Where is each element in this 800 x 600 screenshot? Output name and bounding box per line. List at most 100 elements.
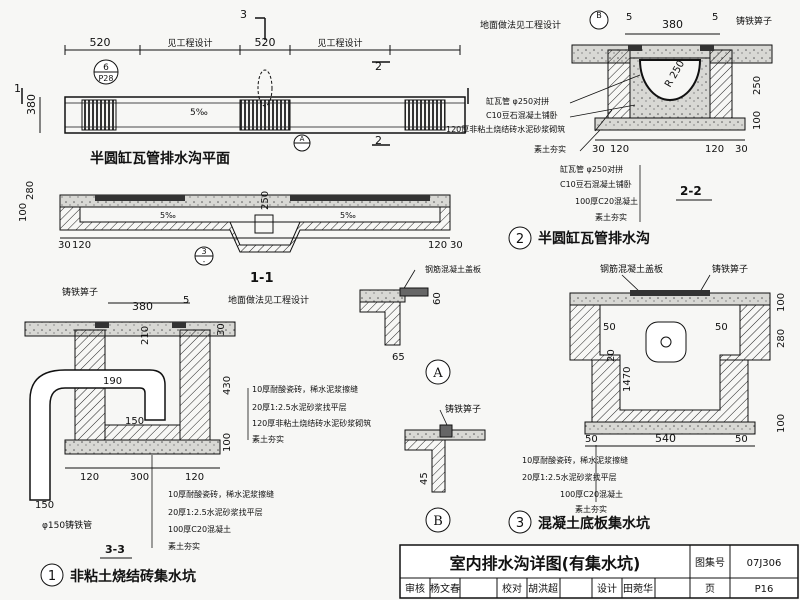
sec11-dim-250: 250 bbox=[260, 191, 271, 210]
sec33-note-top: 地面做法见工程设计 bbox=[228, 294, 309, 306]
plan-title: 半圆缸瓦管排水沟平面 bbox=[90, 150, 230, 167]
sec22-dim-30b: 30 bbox=[735, 144, 748, 155]
title-reviewer: 杨文春 bbox=[430, 582, 460, 595]
sec33-dim-190: 190 bbox=[103, 376, 122, 387]
sec22-layer6: C10豆石混凝土铺卧 bbox=[560, 179, 632, 189]
sec3-dim-50c: 50 bbox=[585, 434, 598, 445]
sec33-dim-120a: 120 bbox=[80, 472, 99, 483]
sec33-layer4: 素土夯实 bbox=[252, 434, 284, 444]
sec11-dim-30l: 30 bbox=[58, 240, 71, 251]
section-3: 钢筋混凝土盖板 铸铁箅子 50 50 100 280 20 1470 50 54… bbox=[508, 263, 787, 534]
plan-tag-3: 3 bbox=[240, 8, 247, 21]
sec22-dim-380: 380 bbox=[662, 18, 683, 31]
detail-a-dim-60: 60 bbox=[432, 292, 443, 305]
plan-grate-1 bbox=[81, 99, 117, 131]
sec3-layer1: 10厚耐酸瓷砖，稀水泥浆擦缝 bbox=[522, 455, 628, 465]
plan-tag-2-top: 2 bbox=[375, 60, 382, 73]
sec33-pipe: φ150铸铁管 bbox=[42, 519, 92, 531]
plan-tag-a: A bbox=[300, 135, 305, 143]
sec3-grate: 铸铁箅子 bbox=[712, 263, 748, 275]
sec3-layer3: 100厚C20混凝土 bbox=[560, 489, 623, 499]
detail-a-letter: A bbox=[432, 366, 443, 381]
detail-a-label: 钢筋混凝土盖板 bbox=[425, 264, 481, 274]
sec11-dim-100: 100 bbox=[18, 203, 29, 222]
title-atlas-no: 07J306 bbox=[747, 558, 782, 569]
sec3-dim-50a: 50 bbox=[603, 322, 616, 333]
detail-b: 铸铁箅子 45 B bbox=[404, 403, 486, 533]
sec33-dim-100: 100 bbox=[222, 433, 233, 452]
sec11-tag-3: 3 bbox=[201, 247, 206, 256]
sec3-layer4: 素土夯实 bbox=[575, 504, 607, 514]
plan-dim-380: 380 bbox=[25, 94, 38, 115]
sec22-dim-100: 100 bbox=[752, 111, 763, 130]
title-review-label: 审核 bbox=[405, 582, 425, 595]
plan-tag-p28: P28 bbox=[98, 74, 113, 83]
sec33-dim-430: 430 bbox=[222, 376, 233, 395]
sec33-dim-300: 300 bbox=[130, 472, 149, 483]
sec3-num: 3 bbox=[516, 516, 524, 531]
sec22-dim-30: 30 bbox=[592, 144, 605, 155]
sec3-layer2: 20厚1:2.5水泥砂浆找平层 bbox=[522, 472, 617, 482]
sec3-dim-1470: 1470 bbox=[622, 367, 633, 392]
sec33-dim-210: 210 bbox=[140, 326, 151, 345]
sec3-title: 混凝土底板集水坑 bbox=[538, 515, 650, 532]
sec22-layer1: 缸瓦管 φ250对拼 bbox=[486, 96, 549, 106]
sec22-layer8: 素土夯实 bbox=[595, 212, 627, 222]
plan-dim-520-a: 520 bbox=[90, 36, 111, 49]
sec22-dim-250: 250 bbox=[752, 76, 763, 95]
sec22-layer2: C10豆石混凝土铺卧 bbox=[486, 110, 558, 120]
sec3-dim-50d: 50 bbox=[735, 434, 748, 445]
sec11-dim-280: 280 bbox=[25, 181, 36, 200]
detail-b-dim-45: 45 bbox=[419, 472, 430, 485]
sec22-dim-5b: 5 bbox=[712, 12, 718, 23]
sec33-dim-30: 30 bbox=[216, 323, 227, 336]
sec33-layer6: 20厚1:2.5水泥砂浆找平层 bbox=[168, 507, 263, 517]
sec33-grate: 铸铁箅子 bbox=[62, 286, 98, 298]
sec33-layer2: 20厚1:2.5水泥砂浆找平层 bbox=[252, 402, 347, 412]
sec33-layer8: 素土夯实 bbox=[168, 541, 200, 551]
detail-a: 钢筋混凝土盖板 60 65 A bbox=[359, 264, 481, 385]
section-1-1: 5‰ 5‰ 100 280 250 30 120 120 30 3 - 1-1 bbox=[18, 181, 463, 286]
sec22-grate: 铸铁箅子 bbox=[736, 15, 772, 27]
sec22-dim-120a: 120 bbox=[610, 144, 629, 155]
sec11-tag-p16: - bbox=[203, 258, 206, 266]
sec22-dim-120b: 120 bbox=[705, 144, 724, 155]
plan-grate-2 bbox=[239, 99, 291, 131]
title-main: 室内排水沟详图(有集水坑) bbox=[450, 554, 641, 573]
sec33-num: 1 bbox=[48, 569, 56, 584]
title-check-label: 校对 bbox=[502, 582, 522, 595]
sec22-tag-b: B bbox=[596, 11, 602, 20]
title-page-no: P16 bbox=[755, 584, 774, 595]
plan-dim-520-b: 520 bbox=[255, 36, 276, 49]
sec11-dim-120r: 120 bbox=[428, 240, 447, 251]
section-3-3: 铸铁箅子 380 5 地面做法见工程设计 210 30 430 190 150 … bbox=[24, 286, 371, 587]
sec22-layer5: 缸瓦管 φ250对拼 bbox=[560, 164, 623, 174]
title-page-label: 页 bbox=[705, 583, 715, 595]
title-design-label: 设计 bbox=[597, 582, 617, 595]
sec11-slope-a: 5‰ bbox=[160, 211, 176, 220]
detail-b-label: 铸铁箅子 bbox=[445, 403, 481, 415]
sec22-num: 2 bbox=[516, 232, 524, 247]
sec11-dim-30r: 30 bbox=[450, 240, 463, 251]
sec3-dim-100b: 100 bbox=[776, 414, 787, 433]
sec33-layer3: 120厚非粘土烧结砖水泥砂浆砌筑 bbox=[252, 418, 371, 428]
plan-channel bbox=[64, 96, 466, 134]
sec11-dim-120l: 120 bbox=[72, 240, 91, 251]
sec3-dim-100: 100 bbox=[776, 293, 787, 312]
sec33-dim-120b: 120 bbox=[185, 472, 204, 483]
detail-a-dim-65: 65 bbox=[392, 352, 405, 363]
sec33-layer7: 100厚C20混凝土 bbox=[168, 524, 231, 534]
sec33-title-code: 3-3 bbox=[105, 543, 125, 556]
plan-view: 520 见工程设计 520 见工程设计 3 380 1 2 2 6 P28 bbox=[14, 8, 469, 167]
sec3-dim-280: 280 bbox=[776, 329, 787, 348]
sec22-dim-5a: 5 bbox=[626, 12, 632, 23]
sec11-title: 1-1 bbox=[250, 271, 274, 286]
sec22-layer3: 120厚非粘土烧结砖水泥砂浆砌筑 bbox=[446, 124, 565, 134]
plan-grate-3 bbox=[404, 99, 446, 131]
sec33-dim-150b: 150 bbox=[35, 500, 54, 511]
sec33-dim-150a: 150 bbox=[125, 416, 144, 427]
sec22-layer4: 素土夯实 bbox=[534, 144, 566, 154]
plan-dim-see-b: 见工程设计 bbox=[317, 37, 362, 49]
sec3-cover: 钢筋混凝土盖板 bbox=[600, 263, 663, 275]
